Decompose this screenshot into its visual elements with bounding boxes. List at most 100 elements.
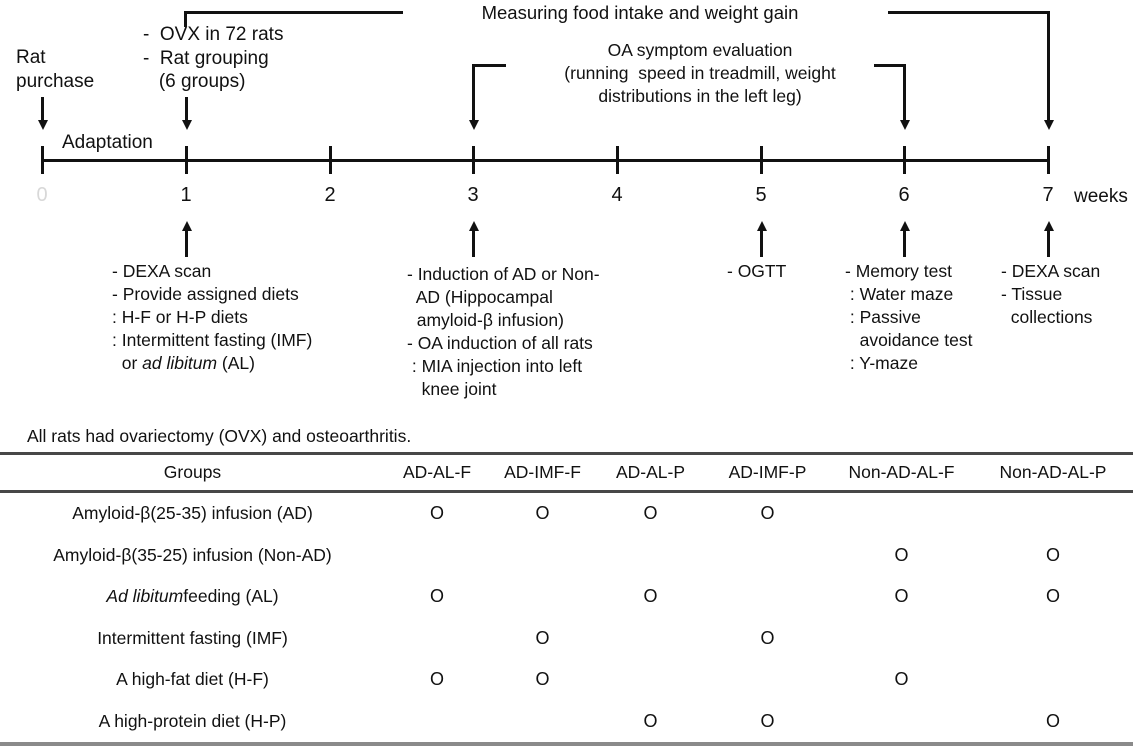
text-line: - OGTT	[727, 261, 787, 281]
empty-cell	[830, 701, 973, 743]
row-label: Ad libitum feeding (AL)	[106, 586, 279, 607]
col-header: AD-AL-P	[596, 455, 705, 493]
tick-week6	[903, 146, 906, 174]
rat-purchase-arrow	[37, 97, 48, 130]
oa-arrow-week6	[899, 64, 910, 130]
week-label-6: 6	[898, 184, 910, 206]
mark-cell: O	[643, 586, 658, 607]
oa-evaluation-label: OA symptom evaluation(running speed in t…	[505, 39, 895, 108]
tick-week1	[185, 146, 188, 174]
col-header: AD-AL-F	[385, 455, 489, 493]
week7-bottom-annotation: - DEXA scan- Tissue collections	[1001, 260, 1100, 329]
mark-cell: O	[760, 627, 775, 648]
text-line: - DEXA scan	[112, 261, 212, 281]
mark-cell: O	[535, 503, 550, 524]
text-line: - OA induction of all rats	[407, 333, 593, 353]
mark-cell: O	[535, 669, 550, 690]
week1-top-annotation: - OVX in 72 rats- Rat grouping (6 groups…	[143, 23, 283, 94]
text-line: knee joint	[407, 379, 497, 399]
table-caption: All rats had ovariectomy (OVX) and osteo…	[27, 426, 412, 446]
row-label: Intermittent fasting (IMF)	[97, 627, 288, 648]
text-line: - Provide assigned diets	[112, 284, 299, 304]
text-line: - Memory test	[845, 261, 952, 281]
text-line: OA symptom evaluation	[607, 40, 793, 60]
mark-cell: O	[760, 503, 775, 524]
tick-week7	[1047, 146, 1050, 174]
mark-cell: O	[1045, 544, 1060, 565]
text-line: - OVX in 72 rats	[143, 24, 284, 45]
empty-cell	[830, 618, 973, 660]
mark-cell: O	[1045, 586, 1060, 607]
week-label-0: 0	[36, 184, 48, 206]
text-line: purchase	[16, 70, 95, 92]
row-label: Amyloid-β(35-25) infusion (Non-AD)	[53, 544, 332, 565]
mark-cell: O	[643, 503, 658, 524]
text-line: (6 groups)	[143, 71, 246, 92]
text-line: : Passive	[845, 307, 921, 327]
tick-week0	[41, 146, 44, 174]
empty-cell	[705, 535, 830, 577]
tick-week5	[760, 146, 763, 174]
empty-cell	[973, 659, 1133, 701]
up-arrow-week7	[1043, 221, 1054, 257]
text-line: avoidance test	[845, 330, 973, 350]
text-line: AD (Hippocampal	[407, 287, 553, 307]
text-line: amyloid-β infusion)	[407, 310, 564, 330]
week-label-2: 2	[324, 184, 336, 206]
week-label-1: 1	[180, 184, 192, 206]
weeks-unit-label: weeks	[1074, 186, 1128, 207]
empty-cell	[596, 659, 705, 701]
text-line: - DEXA scan	[1001, 261, 1101, 281]
col-header-groups: Groups	[0, 455, 385, 493]
mark-cell: O	[643, 710, 658, 731]
empty-cell	[973, 493, 1133, 535]
col-header: AD-IMF-P	[705, 455, 830, 493]
empty-cell	[489, 576, 596, 618]
up-arrow-week3	[468, 221, 479, 257]
empty-cell	[385, 618, 489, 660]
empty-cell	[973, 618, 1133, 660]
week-label-3: 3	[467, 184, 479, 206]
empty-cell	[489, 701, 596, 743]
text-line: or ad libitum (AL)	[112, 353, 255, 373]
text-line: : Y-maze	[845, 353, 918, 373]
col-header: Non-AD-AL-P	[973, 455, 1133, 493]
week1-top-arrow	[181, 97, 192, 130]
oa-arrow-week3	[468, 64, 479, 130]
measuring-arrow-week7	[1043, 11, 1054, 130]
up-arrow-week5	[756, 221, 767, 257]
text-line: - Rat grouping	[143, 47, 269, 69]
col-header: AD-IMF-F	[489, 455, 596, 493]
week-label-4: 4	[611, 184, 623, 206]
empty-cell	[830, 493, 973, 535]
measuring-bracket-right-segment	[888, 11, 1050, 14]
text-line: collections	[1001, 307, 1093, 327]
tick-week4	[616, 146, 619, 174]
row-label: A high-fat diet (H-F)	[116, 669, 269, 690]
row-label: Amyloid-β(25-35) infusion (AD)	[72, 503, 313, 524]
week-label-7: 7	[1042, 184, 1054, 206]
measuring-label: Measuring food intake and weight gain	[481, 2, 799, 23]
empty-cell	[489, 535, 596, 577]
mark-cell: O	[429, 669, 444, 690]
text-line: : Intermittent fasting (IMF)	[112, 330, 313, 350]
row-label: A high-protein diet (H-P)	[98, 710, 287, 731]
text-line: : MIA injection into left	[407, 356, 583, 376]
measuring-bracket-left-segment	[184, 11, 403, 27]
empty-cell	[705, 659, 830, 701]
mark-cell: O	[535, 627, 550, 648]
col-header: Non-AD-AL-F	[830, 455, 973, 493]
text-line: - Induction of AD or Non-	[407, 264, 600, 284]
week6-bottom-annotation: - Memory test : Water maze : Passive avo…	[845, 260, 972, 375]
mark-cell: O	[429, 586, 444, 607]
text-line: : Water maze	[845, 284, 954, 304]
mark-cell: O	[894, 669, 909, 690]
week-label-5: 5	[755, 184, 767, 206]
up-arrow-week6	[899, 221, 910, 257]
timeline-axis	[41, 159, 1050, 162]
mark-cell: O	[429, 503, 444, 524]
